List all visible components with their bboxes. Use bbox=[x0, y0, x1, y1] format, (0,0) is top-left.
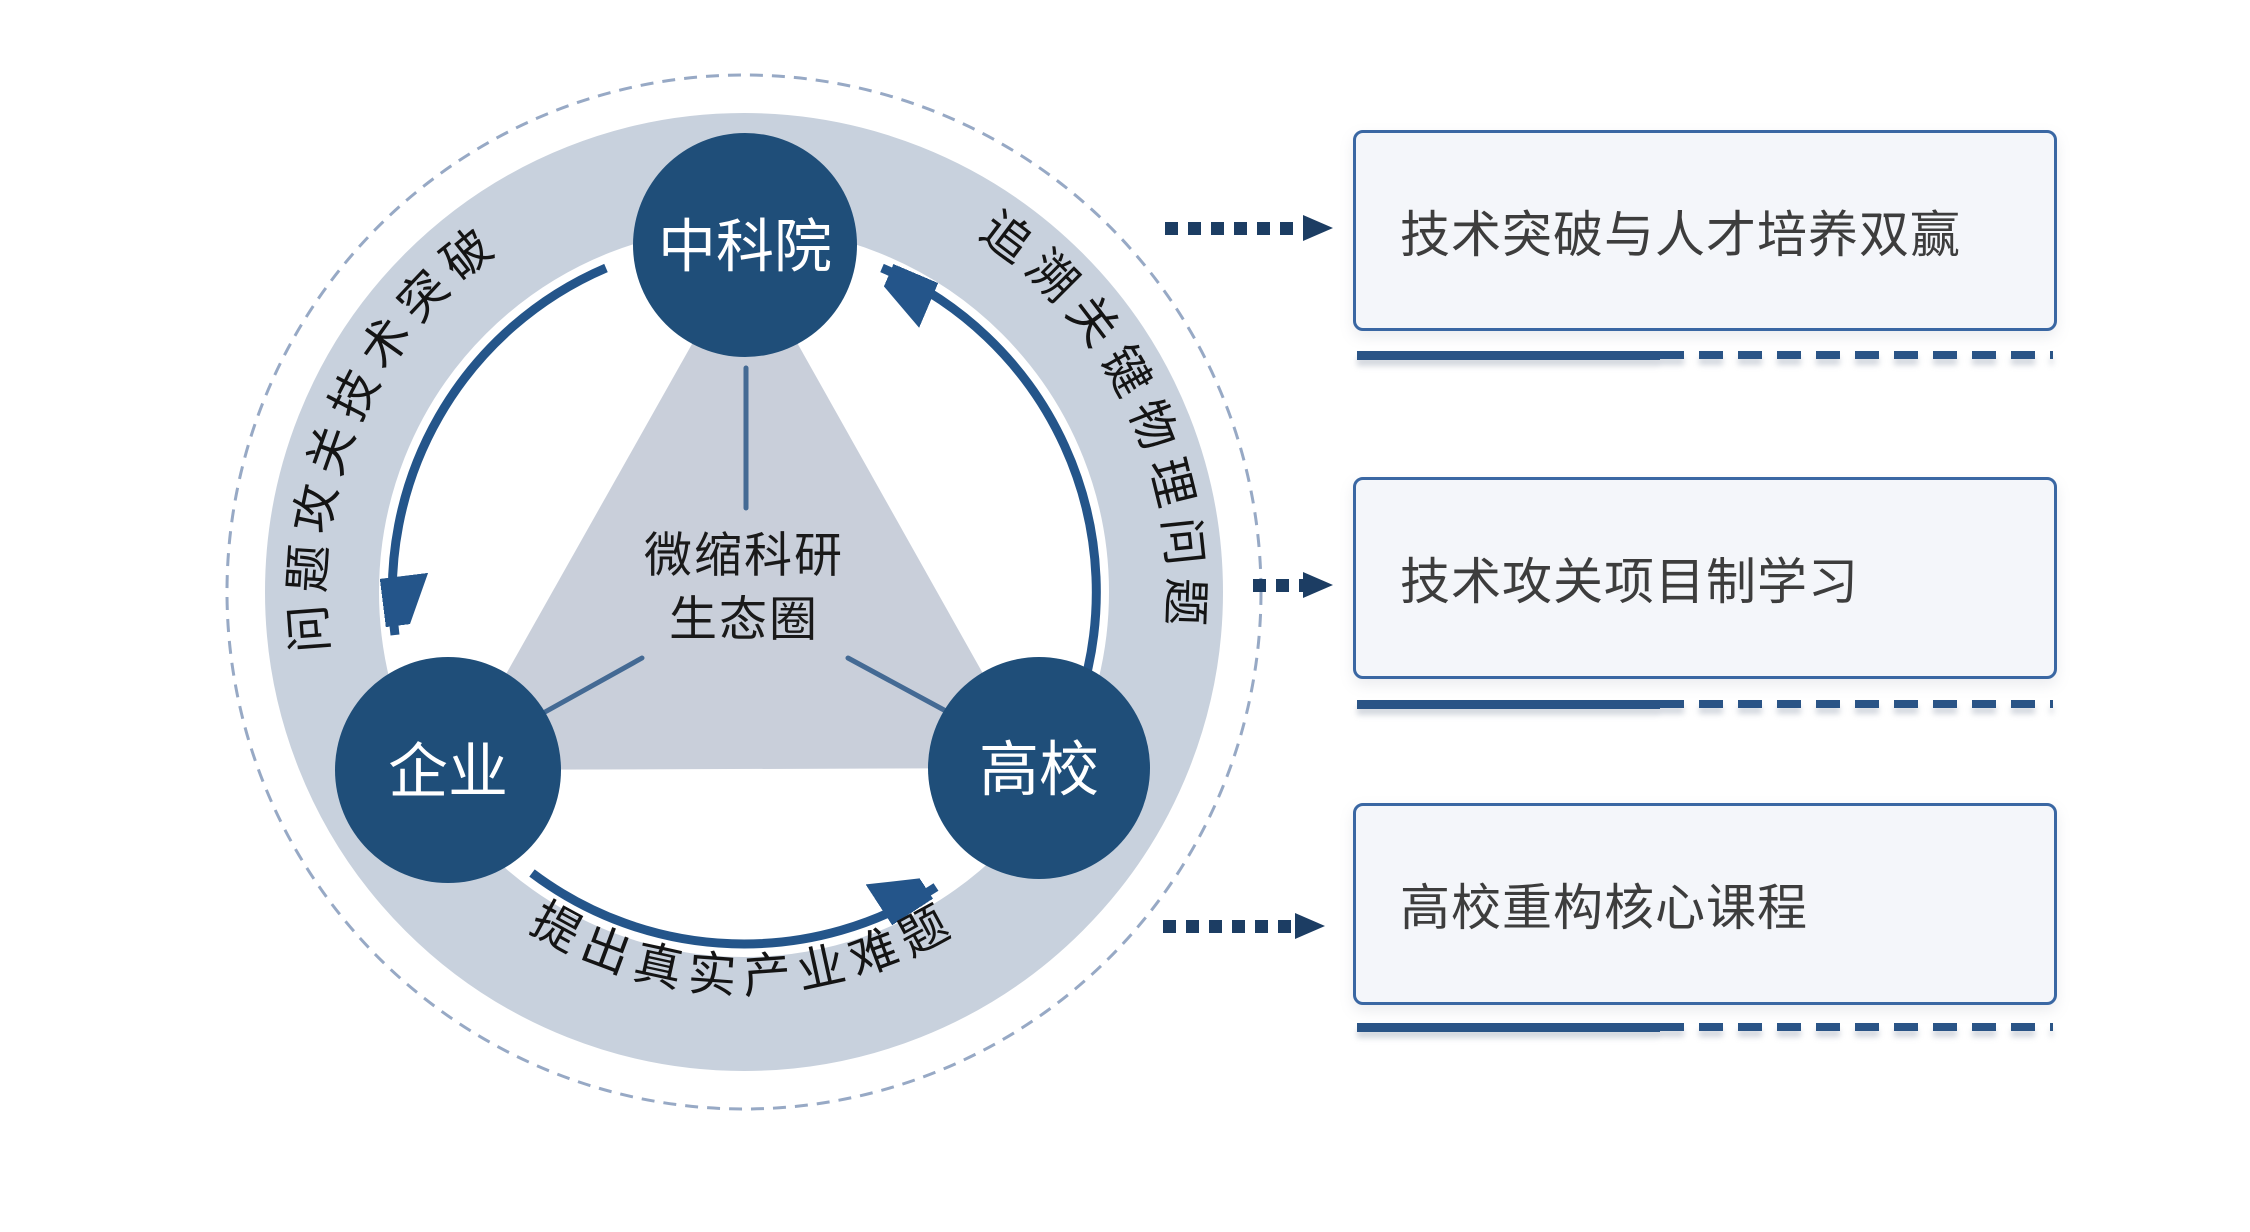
center-triangle bbox=[452, 250, 1036, 770]
dotted-connector-1 bbox=[1165, 215, 1333, 241]
dotted-connector-3 bbox=[1163, 913, 1325, 939]
underline-solid bbox=[1357, 350, 1660, 360]
outer-dashed-ring bbox=[225, 73, 1263, 1111]
node-cas-label: 中科院 bbox=[658, 215, 832, 280]
node-enterprise-circle bbox=[335, 657, 561, 883]
underline-dashed bbox=[1660, 351, 2053, 359]
outcome-box-2: 技术攻关项目制学习 bbox=[1353, 477, 2057, 679]
node-enterprise-label: 企业 bbox=[388, 739, 508, 806]
outcome-box-3: 高校重构核心课程 bbox=[1353, 803, 2057, 1005]
underline-solid bbox=[1357, 699, 1660, 709]
outcome-label-3: 高校重构核心课程 bbox=[1400, 880, 1808, 936]
connector-left bbox=[542, 655, 645, 715]
center-label-line2: 生态圈 bbox=[669, 594, 819, 647]
underline-dashed bbox=[1660, 700, 2053, 708]
underline-solid bbox=[1357, 1022, 1660, 1032]
connector-right bbox=[845, 655, 947, 713]
dotted-line bbox=[1163, 919, 1295, 933]
center-label-line1: 微缩科研 bbox=[644, 530, 844, 583]
dotted-line bbox=[1253, 578, 1303, 592]
dotted-connector-2 bbox=[1253, 572, 1333, 598]
outcome-box-1: 技术突破与人才培养双赢 bbox=[1353, 130, 2057, 331]
outcome-label-1: 技术突破与人才培养双赢 bbox=[1400, 206, 1961, 263]
dotted-line bbox=[1165, 221, 1303, 235]
outcome-underline-3 bbox=[1357, 1022, 2053, 1032]
ecosystem-diagram: 微缩科研 生态圈 中科院 企业 高校 问题攻关技术突破 追溯关键物理问题 提出真… bbox=[225, 73, 1263, 1111]
outcome-label-2: 技术攻关项目制学习 bbox=[1400, 554, 1859, 610]
flow-arrow-university-to-cas bbox=[882, 263, 1101, 703]
arrow-right-icon bbox=[1295, 913, 1325, 939]
outcome-underline-1 bbox=[1357, 350, 2053, 360]
outcome-underline-2 bbox=[1357, 699, 2053, 709]
node-cas-circle bbox=[633, 133, 857, 357]
arrow-right-icon bbox=[1303, 215, 1333, 241]
flow-arrow-enterprise-to-university bbox=[529, 869, 939, 949]
node-university-circle bbox=[928, 657, 1150, 879]
node-university-label: 高校 bbox=[979, 737, 1099, 804]
flow-arrow-cas-to-enterprise bbox=[392, 263, 608, 636]
arrow-right-icon bbox=[1303, 572, 1333, 598]
underline-dashed bbox=[1660, 1023, 2053, 1031]
